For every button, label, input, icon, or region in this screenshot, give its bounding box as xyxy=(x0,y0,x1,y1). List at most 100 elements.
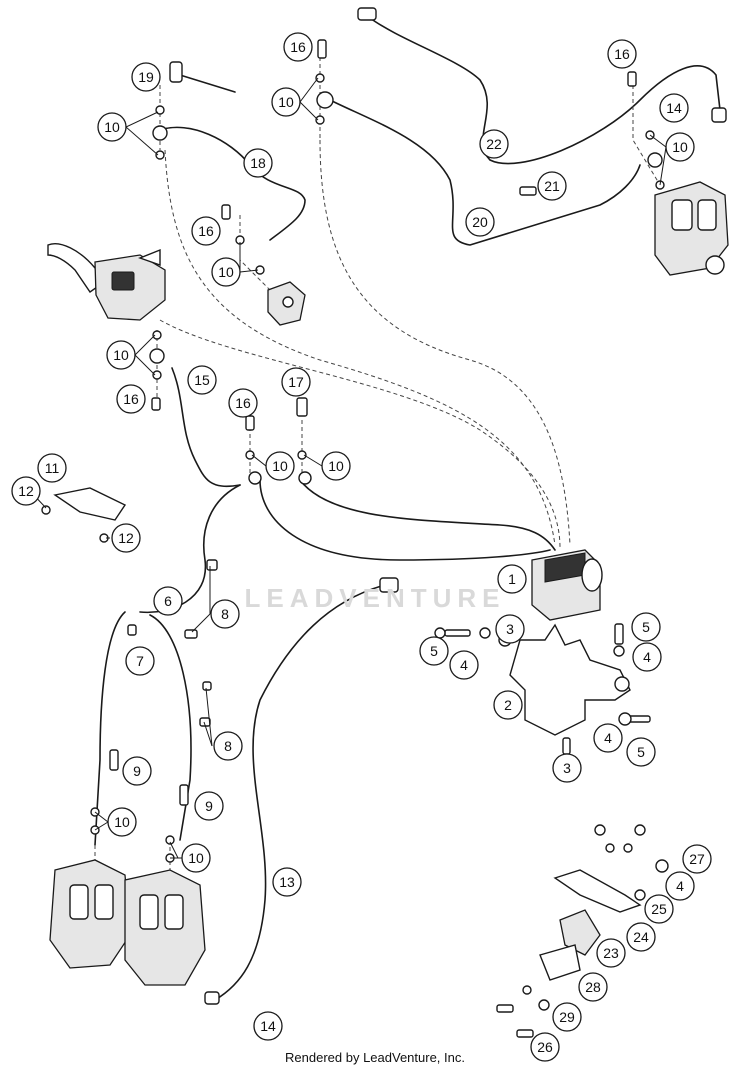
svg-text:3: 3 xyxy=(563,760,571,776)
svg-text:14: 14 xyxy=(666,100,682,116)
svg-text:12: 12 xyxy=(18,483,34,499)
callout-3-upper[interactable]: 3 xyxy=(495,614,525,644)
svg-text:26: 26 xyxy=(537,1039,553,1055)
svg-text:10: 10 xyxy=(113,347,129,363)
callout-12-left[interactable]: 12 xyxy=(11,476,41,506)
callout-2[interactable]: 2 xyxy=(493,690,523,720)
svg-text:1: 1 xyxy=(508,571,516,587)
callout-29[interactable]: 29 xyxy=(552,1002,582,1032)
callout-11[interactable]: 11 xyxy=(37,453,67,483)
svg-text:10: 10 xyxy=(188,850,204,866)
callout-9-left[interactable]: 9 xyxy=(122,756,152,786)
svg-text:6: 6 xyxy=(164,593,172,609)
callout-7[interactable]: 7 xyxy=(125,646,155,676)
sensor-cable-13 xyxy=(214,584,386,1001)
routing-dash-3 xyxy=(159,319,561,549)
callout-16-c[interactable]: 16 xyxy=(191,216,221,246)
callout-21[interactable]: 21 xyxy=(537,171,567,201)
callout-28[interactable]: 28 xyxy=(578,972,608,1002)
callout-23[interactable]: 23 xyxy=(596,938,626,968)
svg-text:17: 17 xyxy=(288,374,304,390)
callout-24[interactable]: 24 xyxy=(626,922,656,952)
callout-10-e[interactable]: 10 xyxy=(106,340,136,370)
callout-1[interactable]: 1 xyxy=(497,564,527,594)
svg-text:22: 22 xyxy=(486,136,502,152)
callout-26[interactable]: 26 xyxy=(530,1032,560,1062)
svg-text:23: 23 xyxy=(603,945,619,961)
brake-line-20 xyxy=(329,99,641,246)
svg-text:10: 10 xyxy=(672,139,688,155)
callout-4-right-lower[interactable]: 4 xyxy=(593,723,623,753)
callout-10-b[interactable]: 10 xyxy=(271,87,301,117)
callout-13[interactable]: 13 xyxy=(272,867,302,897)
callout-10-h[interactable]: 10 xyxy=(107,807,137,837)
callout-5-right-lower[interactable]: 5 xyxy=(626,737,656,767)
brake-line-22 xyxy=(369,17,721,165)
callout-8-lower[interactable]: 8 xyxy=(213,731,243,761)
svg-text:25: 25 xyxy=(651,901,667,917)
callouts: 1 2 3 3 4 4 4 4 5 5 5 6 7 8 8 9 9 10 10 … xyxy=(11,32,712,1062)
callout-27[interactable]: 27 xyxy=(682,844,712,874)
components xyxy=(41,7,729,1038)
callout-17[interactable]: 17 xyxy=(281,367,311,397)
callout-16-a[interactable]: 16 xyxy=(283,32,313,62)
svg-text:5: 5 xyxy=(642,619,650,635)
watermark-text: LEADVENTURE xyxy=(244,583,506,613)
svg-text:10: 10 xyxy=(328,458,344,474)
callout-16-d[interactable]: 16 xyxy=(116,384,146,414)
sensor-bracket-assembly xyxy=(496,824,669,1038)
callout-5-right-upper[interactable]: 5 xyxy=(631,612,661,642)
callout-19[interactable]: 19 xyxy=(131,62,161,92)
callout-10-c[interactable]: 10 xyxy=(665,132,695,162)
callout-20[interactable]: 20 xyxy=(465,207,495,237)
svg-text:28: 28 xyxy=(585,979,601,995)
brake-line-abs-feed-b xyxy=(299,479,556,551)
brake-line-15 xyxy=(171,367,241,487)
callout-14-bottom[interactable]: 14 xyxy=(253,1011,283,1041)
svg-text:21: 21 xyxy=(544,178,560,194)
callout-8-upper[interactable]: 8 xyxy=(210,599,240,629)
callout-18[interactable]: 18 xyxy=(243,148,273,178)
svg-text:9: 9 xyxy=(205,798,213,814)
callout-3-lower[interactable]: 3 xyxy=(552,753,582,783)
svg-text:7: 7 xyxy=(136,653,144,669)
svg-text:16: 16 xyxy=(198,223,214,239)
callout-10-f[interactable]: 10 xyxy=(265,451,295,481)
callout-10-g[interactable]: 10 xyxy=(321,451,351,481)
callout-25[interactable]: 25 xyxy=(644,894,674,924)
callout-14-top[interactable]: 14 xyxy=(659,93,689,123)
callout-16-e[interactable]: 16 xyxy=(228,388,258,418)
callout-10-a[interactable]: 10 xyxy=(97,112,127,142)
svg-text:16: 16 xyxy=(123,391,139,407)
svg-text:16: 16 xyxy=(290,39,306,55)
svg-text:4: 4 xyxy=(643,649,651,665)
brake-line-abs-feed-a xyxy=(259,479,551,561)
svg-text:9: 9 xyxy=(133,763,141,779)
svg-text:18: 18 xyxy=(250,155,266,171)
callout-4-left[interactable]: 4 xyxy=(449,650,479,680)
callout-6[interactable]: 6 xyxy=(153,586,183,616)
callout-12-right[interactable]: 12 xyxy=(111,523,141,553)
svg-text:3: 3 xyxy=(506,621,514,637)
rear-master-cylinder xyxy=(267,281,306,326)
routing-dash-2 xyxy=(319,139,571,546)
callout-15[interactable]: 15 xyxy=(187,365,217,395)
callout-9-right[interactable]: 9 xyxy=(194,791,224,821)
callout-22[interactable]: 22 xyxy=(479,129,509,159)
callout-4-sensor[interactable]: 4 xyxy=(665,871,695,901)
callout-10-i[interactable]: 10 xyxy=(181,843,211,873)
svg-text:19: 19 xyxy=(138,69,154,85)
callout-5-left[interactable]: 5 xyxy=(419,636,449,666)
rear-brake-caliper xyxy=(654,181,729,276)
guard-plate-11 xyxy=(41,487,127,543)
callout-10-d[interactable]: 10 xyxy=(211,257,241,287)
callout-16-b[interactable]: 16 xyxy=(607,39,637,69)
callout-4-right-upper[interactable]: 4 xyxy=(632,642,662,672)
abs-mounting-bracket xyxy=(509,623,631,736)
svg-text:10: 10 xyxy=(114,814,130,830)
svg-text:24: 24 xyxy=(633,929,649,945)
svg-text:5: 5 xyxy=(430,643,438,659)
svg-text:10: 10 xyxy=(278,94,294,110)
svg-text:4: 4 xyxy=(460,657,468,673)
